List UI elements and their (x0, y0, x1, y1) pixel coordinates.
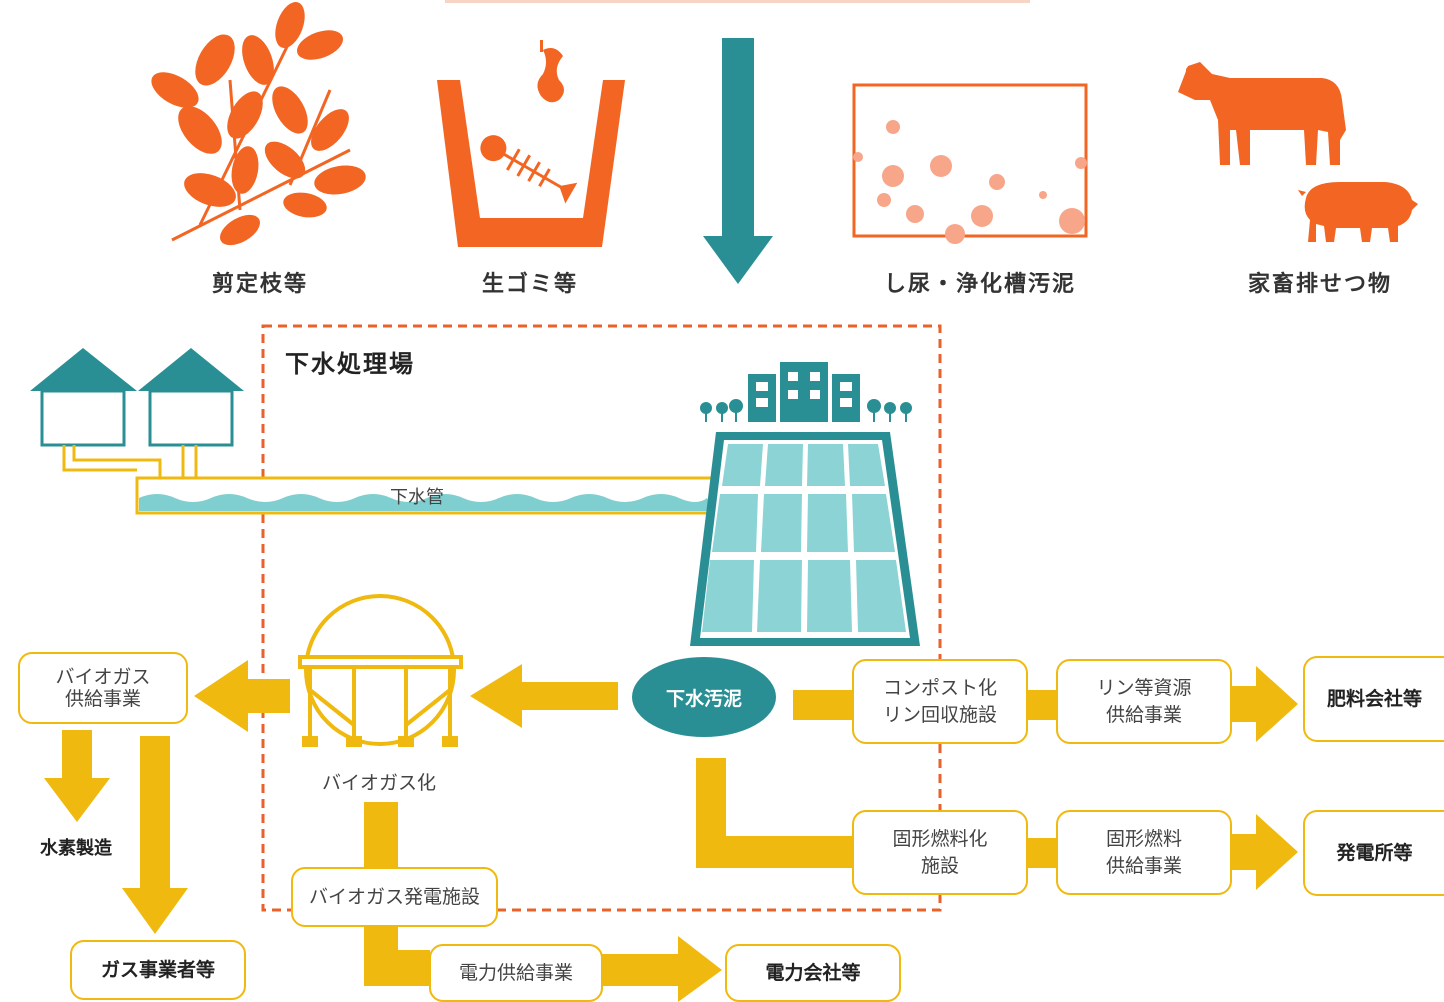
sludge-label: 下水汚泥 (665, 688, 742, 710)
arrow-sludge-to-digester (470, 664, 618, 728)
source-label-sludge: し尿・浄化槽汚泥 (883, 272, 1076, 297)
plant-title: 下水処理場 (285, 350, 415, 378)
sludge-tank-icon (852, 83, 1088, 244)
solid-fuel-box: 固形燃料化 施設 (852, 810, 1028, 895)
arrow-power-to-supply (364, 926, 430, 986)
inflow-down-arrow (703, 38, 773, 284)
power-companies-text: 電力会社等 (765, 961, 861, 984)
digester-icon (298, 594, 463, 747)
arrow-supply-to-power-plants (1230, 814, 1298, 890)
treatment-building-icon (690, 362, 920, 646)
gas-companies-box: ガス事業者等 (70, 940, 246, 1000)
arrow-sludge-to-compost (793, 690, 853, 720)
solid-fuel-supply-text: 固形燃料 供給事業 (1105, 827, 1182, 877)
power-facility-box: バイオガス発電施設 (291, 867, 498, 927)
gas-companies-text: ガス事業者等 (100, 958, 215, 981)
arrow-compost-to-phosphorus (1027, 690, 1057, 720)
sewer-pipe-label: 下水管 (390, 487, 444, 508)
biogas-supply-box: バイオガス 供給事業 (18, 652, 188, 724)
sewer-pipe (135, 476, 717, 515)
power-plants-text: 発電所等 (1336, 841, 1413, 864)
solid-fuel-text: 固形燃料化 施設 (892, 827, 988, 877)
livestock-icon (1178, 62, 1418, 242)
phosphorus-box: リン等資源 供給事業 (1056, 659, 1232, 744)
arrow-phosphorus-to-fertilizer (1230, 666, 1298, 742)
house-drain-lines (62, 445, 198, 480)
sludge-node (632, 657, 776, 737)
food-waste-icon (437, 40, 625, 247)
hydrogen-label: 水素製造 (40, 838, 112, 859)
houses-icon (30, 348, 244, 447)
power-facility-text: バイオガス発電施設 (308, 885, 480, 908)
power-supply-box: 電力供給事業 (429, 944, 603, 1002)
arrow-supply-to-power-companies (602, 936, 722, 1002)
biogas-supply-text: バイオガス 供給事業 (55, 666, 151, 710)
fertilizer-box: 肥料会社等 (1303, 656, 1444, 742)
arrow-digester-to-power (364, 802, 398, 868)
compost-box: コンポスト化 リン回収施設 (852, 659, 1028, 744)
top-banner-edge (445, 0, 1030, 3)
branch-leaves-icon (151, 2, 366, 246)
flow-arrows (44, 660, 1298, 1002)
arrow-sludge-to-solid-fuel (696, 758, 853, 868)
source-label-food-waste: 生ゴミ等 (481, 272, 578, 297)
fertilizer-text: 肥料会社等 (1326, 687, 1422, 710)
arrow-biogas-to-gas-companies (122, 736, 188, 934)
arrow-biogas-to-hydrogen (44, 730, 110, 822)
phosphorus-text: リン等資源 供給事業 (1096, 676, 1192, 726)
plant-boundary (261, 324, 942, 912)
digester-label: バイオガス化 (322, 772, 437, 794)
source-label-livestock: 家畜排せつ物 (1247, 272, 1392, 297)
power-plants-box: 発電所等 (1303, 810, 1444, 896)
arrow-solid-to-supply (1027, 838, 1057, 868)
arrow-digester-to-biogas (194, 660, 290, 732)
source-label-branches: 剪定枝等 (211, 272, 308, 297)
solid-fuel-supply-box: 固形燃料 供給事業 (1056, 810, 1232, 895)
power-companies-box: 電力会社等 (725, 944, 901, 1002)
power-supply-text: 電力供給事業 (458, 961, 573, 984)
compost-text: コンポスト化 リン回収施設 (882, 676, 997, 726)
